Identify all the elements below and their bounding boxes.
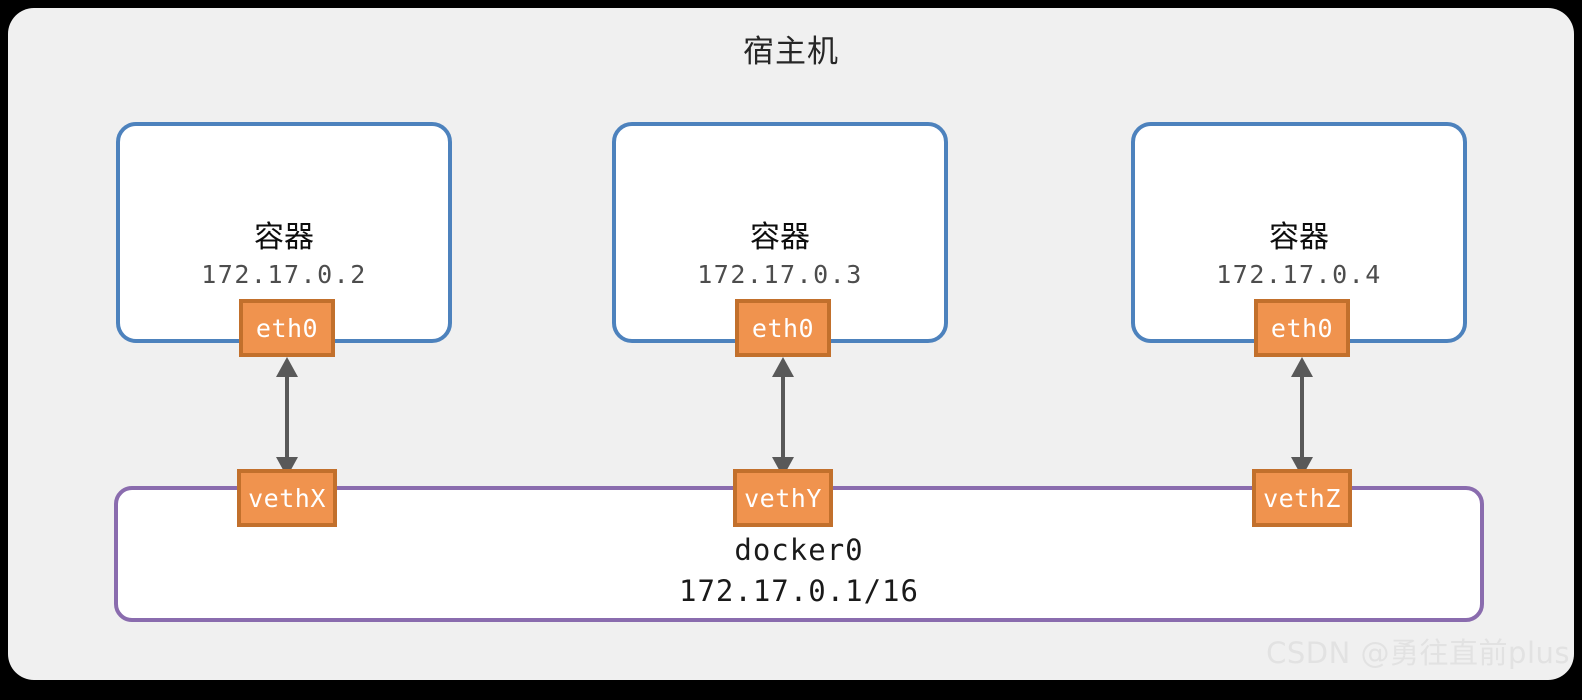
- container-label-3: 容器: [1269, 220, 1329, 255]
- eth0-box-3[interactable]: eth0: [1254, 299, 1350, 357]
- csdn-watermark: CSDN @勇往直前plus: [1266, 636, 1570, 670]
- vethy-box[interactable]: vethY: [733, 469, 833, 527]
- container-ip-1: 172.17.0.2: [201, 260, 367, 289]
- link-arrow-2: [772, 357, 794, 477]
- container-ip-2: 172.17.0.3: [697, 260, 863, 289]
- host-title: 宿主机: [743, 34, 839, 70]
- vethz-box[interactable]: vethZ: [1252, 469, 1352, 527]
- eth0-box-2[interactable]: eth0: [735, 299, 831, 357]
- container-box-2[interactable]: 容器 172.17.0.3: [612, 122, 948, 343]
- host-panel: 宿主机 容器 172.17.0.2 eth0 容器 172.17.0.3 eth…: [8, 8, 1574, 680]
- eth0-box-1[interactable]: eth0: [239, 299, 335, 357]
- container-ip-3: 172.17.0.4: [1216, 260, 1382, 289]
- link-arrow-1: [276, 357, 298, 477]
- container-label-1: 容器: [254, 220, 314, 255]
- link-arrow-3: [1291, 357, 1313, 477]
- docker0-ip-label: 172.17.0.1/16: [679, 574, 919, 608]
- vethx-box[interactable]: vethX: [237, 469, 337, 527]
- docker0-name-label: docker0: [734, 533, 864, 567]
- container-label-2: 容器: [750, 220, 810, 255]
